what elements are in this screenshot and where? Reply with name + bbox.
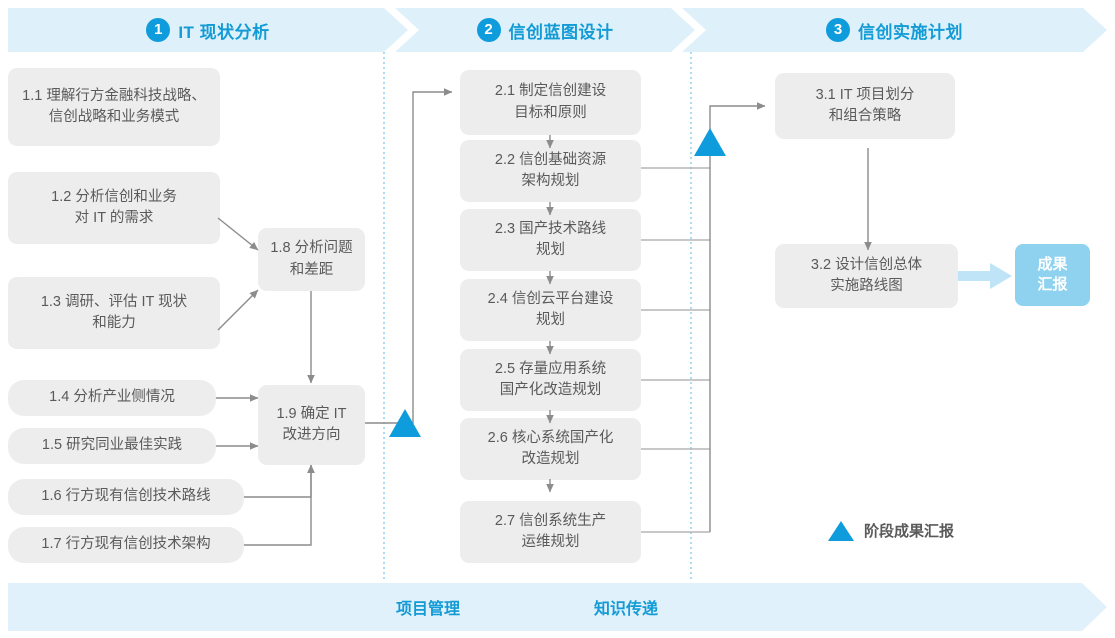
task-box-1-7-label: 1.7 行方现有信创技术架构 [41, 536, 211, 553]
phase-band-1-shape [8, 8, 408, 52]
task-box-2-2-label: 2.2 信创基础资源 架构规划 [494, 151, 607, 189]
conn-1_9-to-2_1 [365, 88, 453, 424]
task-box-1-5-label: 1.5 研究同业最佳实践 [41, 437, 183, 454]
task-box-1-4-label: 1.4 分析产业侧情况 [49, 389, 175, 406]
task-box-1-3-label: 1.3 调研、评估 IT 现状 和能力 [40, 293, 188, 331]
task-box-2-2[interactable]: 2.2 信创基础资源 架构规划 [460, 140, 641, 202]
task-box-1-2-label: 1.2 分析信创和业务 对 IT 的需求 [51, 188, 177, 226]
task-box-1-2[interactable]: 1.2 分析信创和业务 对 IT 的需求 [8, 172, 220, 244]
phase-1-title: IT 现状分析 [178, 22, 270, 42]
task-box-2-6[interactable]: 2.6 核心系统国产化 改造规划 [460, 418, 641, 480]
task-box-1-4[interactable]: 1.4 分析产业侧情况 [8, 380, 216, 416]
task-box-2-5-label: 2.5 存量应用系统 国产化改造规划 [494, 360, 607, 398]
task-box-1-8[interactable]: 1.8 分析问题 和差距 [258, 228, 365, 291]
task-box-3-2[interactable]: 3.2 设计信创总体 实施路线图 [775, 244, 958, 308]
result-badge[interactable]: 成果 汇报 [1015, 244, 1090, 306]
task-box-1-6-label: 1.6 行方现有信创技术路线 [41, 488, 211, 505]
conn-1_7-to-1_9 [244, 464, 315, 546]
task-box-1-8-label: 1.8 分析问题 和差距 [270, 240, 353, 278]
conn-1_6-to-1_9 [244, 464, 315, 498]
task-box-3-2-label: 3.2 设计信创总体 实施路线图 [810, 256, 923, 294]
conn-bus-to-3_1 [709, 102, 766, 532]
task-box-3-1-label: 3.1 IT 项目划分 和组合策略 [815, 86, 915, 124]
task-box-2-4-label: 2.4 信创云平台建设 规划 [487, 290, 614, 328]
conn-3_2-to-result-arrow [958, 263, 1012, 289]
task-box-1-6[interactable]: 1.6 行方现有信创技术路线 [8, 479, 244, 515]
task-box-2-7-label: 2.7 信创系统生产 运维规划 [494, 512, 607, 550]
result-badge-label: 成果 汇报 [1037, 255, 1068, 293]
task-box-1-3[interactable]: 1.3 调研、评估 IT 现状 和能力 [8, 277, 220, 349]
task-box-1-9[interactable]: 1.9 确定 IT 改进方向 [258, 385, 365, 465]
task-box-1-1[interactable]: 1.1 理解行方金融科技战略、 信创战略和业务模式 [8, 68, 220, 146]
task-box-1-1-label: 1.1 理解行方金融科技战略、 信创战略和业务模式 [22, 87, 206, 125]
task-box-2-7[interactable]: 2.7 信创系统生产 运维规划 [460, 501, 641, 563]
task-box-2-6-label: 2.6 核心系统国产化 改造规划 [487, 429, 614, 467]
bottom-band-shape [8, 583, 1107, 631]
phase-2-title: 信创蓝图设计 [508, 22, 614, 42]
task-box-1-5[interactable]: 1.5 研究同业最佳实践 [8, 428, 216, 464]
legend: 阶段成果汇报 [828, 520, 954, 541]
conn-1_3-to-1_8 [217, 289, 259, 331]
task-box-2-1-label: 2.1 制定信创建设 目标和原则 [494, 83, 607, 121]
legend-label: 阶段成果汇报 [864, 523, 955, 540]
task-box-2-1[interactable]: 2.1 制定信创建设 目标和原则 [460, 70, 641, 135]
phase-3-title: 信创实施计划 [858, 22, 963, 42]
task-box-2-4[interactable]: 2.4 信创云平台建设 规划 [460, 279, 641, 341]
task-box-3-1[interactable]: 3.1 IT 项目划分 和组合策略 [775, 73, 955, 139]
task-box-1-7[interactable]: 1.7 行方现有信创技术架构 [8, 527, 244, 563]
phase-band-1: 1 IT 现状分析 [8, 8, 408, 52]
bottom-band [0, 583, 1115, 631]
conn-1_2-to-1_8 [217, 217, 259, 251]
phase-1-number: 1 [146, 18, 171, 42]
phase-band-2-shape [395, 8, 695, 52]
task-box-2-5[interactable]: 2.5 存量应用系统 国产化改造规划 [460, 349, 641, 411]
milestone-triangle-icon [828, 520, 854, 541]
phase-2-number: 2 [476, 18, 501, 42]
task-box-2-3-label: 2.3 国产技术路线 规划 [494, 220, 607, 258]
phase-3-number: 3 [826, 18, 850, 42]
phase-band-2: 2 信创蓝图设计 [395, 8, 695, 52]
task-box-2-3[interactable]: 2.3 国产技术路线 规划 [460, 209, 641, 271]
phase-band-3: 3 信创实施计划 [682, 8, 1107, 52]
task-box-1-9-label: 1.9 确定 IT 改进方向 [276, 405, 347, 443]
phase-band-3-shape [682, 8, 1107, 52]
